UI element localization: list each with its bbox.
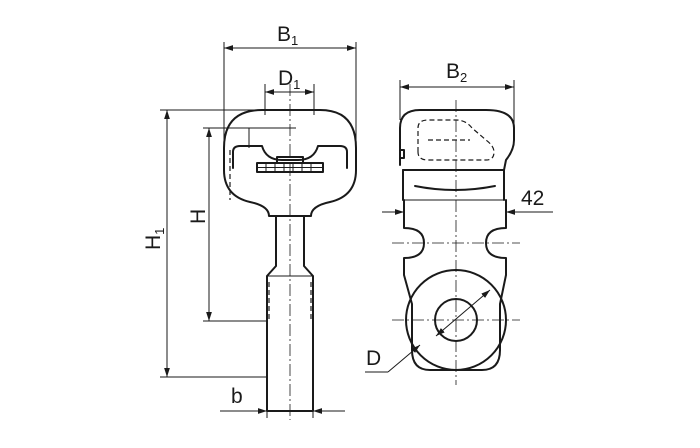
side-dimensions: B2 42 D: [365, 60, 553, 373]
dim-label-h: H: [187, 209, 210, 224]
side-head-outline: [399, 109, 515, 171]
dim-label-42: 42: [521, 187, 544, 210]
dim-label-d1: D1: [278, 67, 300, 92]
front-clamp-top: [276, 156, 304, 164]
dim-label-b1: B1: [277, 23, 298, 48]
front-dimensions: B1 D1 H1 H b: [142, 23, 357, 418]
dim-label-h1: H1: [142, 228, 167, 250]
dim-label-b: b: [231, 385, 243, 408]
side-view: [392, 100, 520, 385]
dim-label-d: D: [366, 347, 381, 370]
dim-label-b2: B2: [446, 60, 467, 85]
front-head-outline: [223, 109, 357, 217]
front-view: [223, 84, 357, 420]
side-hidden-slot: [417, 119, 495, 161]
